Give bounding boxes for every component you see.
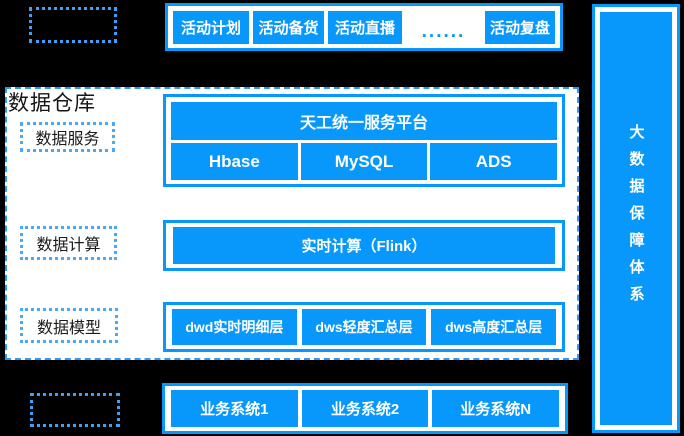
activity-plan-box: 活动计划 <box>173 10 249 44</box>
activity-stock-box: 活动备货 <box>253 10 324 44</box>
row-label-data-service: 数据服务 <box>20 122 115 152</box>
assurance-panel-title: 大数据保障体系 <box>627 124 645 313</box>
data-service-container: 天工统一服务平台 Hbase MySQL ADS <box>163 94 565 187</box>
row-label-data-compute: 数据计算 <box>20 226 117 260</box>
data-compute-container: 实时计算（Flink） <box>163 220 565 271</box>
flink-realtime-compute-box: 实时计算（Flink） <box>173 227 555 264</box>
storage-row: Hbase MySQL ADS <box>171 143 558 180</box>
data-warehouse-title: 数据仓库 <box>8 92 96 115</box>
unified-service-platform-box: 天工统一服务平台 <box>171 102 557 140</box>
bottom-left-placeholder-box <box>30 393 120 427</box>
business-system-n-box: 业务系统N <box>432 390 560 427</box>
business-systems-container: 业务系统1 业务系统2 业务系统N <box>162 383 568 434</box>
data-warehouse-panel: 数据仓库 数据服务 天工统一服务平台 Hbase MySQL ADS 数据计算 … <box>5 87 579 360</box>
activity-live-box: 活动直播 <box>328 10 402 44</box>
data-model-container: dwd实时明细层 dws轻度汇总层 dws高度汇总层 <box>163 302 565 352</box>
row-label-data-model: 数据模型 <box>20 308 118 343</box>
dwd-detail-layer-box: dwd实时明细层 <box>172 309 297 345</box>
activity-review-box: 活动复盘 <box>485 10 555 44</box>
business-system-1-box: 业务系统1 <box>171 390 298 427</box>
top-left-placeholder-box <box>29 7 117 43</box>
ads-box: ADS <box>430 143 558 180</box>
mysql-box: MySQL <box>300 143 428 180</box>
dws-high-summary-layer-box: dws高度汇总层 <box>431 309 557 345</box>
big-data-assurance-panel: 大数据保障体系 <box>592 4 680 433</box>
ellipsis-dots: ...... <box>421 20 466 42</box>
dws-light-summary-layer-box: dws轻度汇总层 <box>301 309 427 345</box>
hbase-box: Hbase <box>171 143 298 180</box>
business-system-2-box: 业务系统2 <box>301 390 429 427</box>
activity-row-container: 活动计划 活动备货 活动直播 ...... 活动复盘 <box>165 3 563 51</box>
assurance-panel-fill: 大数据保障体系 <box>600 12 672 425</box>
